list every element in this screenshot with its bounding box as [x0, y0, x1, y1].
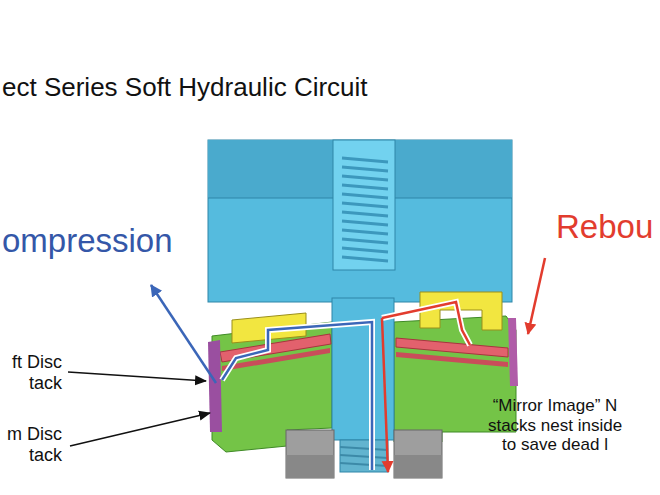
thread-line — [340, 455, 388, 458]
threaded-bore — [333, 140, 395, 270]
leader-line — [70, 413, 210, 446]
thread-line — [342, 239, 388, 243]
thread-line — [342, 203, 388, 207]
thread-line — [342, 194, 388, 198]
rebound-leader — [528, 258, 545, 334]
nut-shade — [286, 455, 334, 478]
diagram-title: ect Series Soft Hydraulic Circuit — [2, 72, 368, 103]
nut — [394, 430, 442, 478]
thread-line — [342, 221, 388, 225]
compression-label: ompression — [2, 222, 173, 260]
upper-body — [208, 140, 512, 302]
thread-line — [342, 212, 388, 216]
part-label: m Disc tack — [4, 424, 62, 465]
thread-line — [342, 257, 388, 261]
nut-shade — [394, 455, 442, 478]
piston-band — [208, 340, 222, 432]
thread-line — [340, 447, 388, 450]
flow-outline — [222, 322, 372, 470]
rebound-flow — [382, 302, 470, 345]
thread-line — [342, 158, 388, 162]
leader-line — [68, 372, 206, 381]
compression-flow — [222, 322, 372, 470]
bore-thread — [342, 158, 388, 261]
part-label: ft Disc tack — [4, 352, 62, 393]
thread-line — [342, 167, 388, 171]
rod-thread-lines — [340, 447, 388, 466]
thread-line — [342, 248, 388, 252]
rebound-label: Rebou — [556, 208, 653, 246]
rod-thread — [340, 440, 388, 472]
thread-line — [340, 463, 388, 466]
note-text: “Mirror Image” N stacks nest inside to s… — [484, 396, 626, 455]
thread-line — [342, 176, 388, 180]
thread-line — [342, 185, 388, 189]
flow-outline — [382, 302, 470, 345]
compression-leader — [151, 285, 216, 383]
piston-band — [508, 318, 518, 386]
thread-line — [342, 230, 388, 234]
nut — [286, 430, 334, 478]
rebound-flow — [382, 318, 388, 472]
disc-stack — [396, 352, 508, 367]
